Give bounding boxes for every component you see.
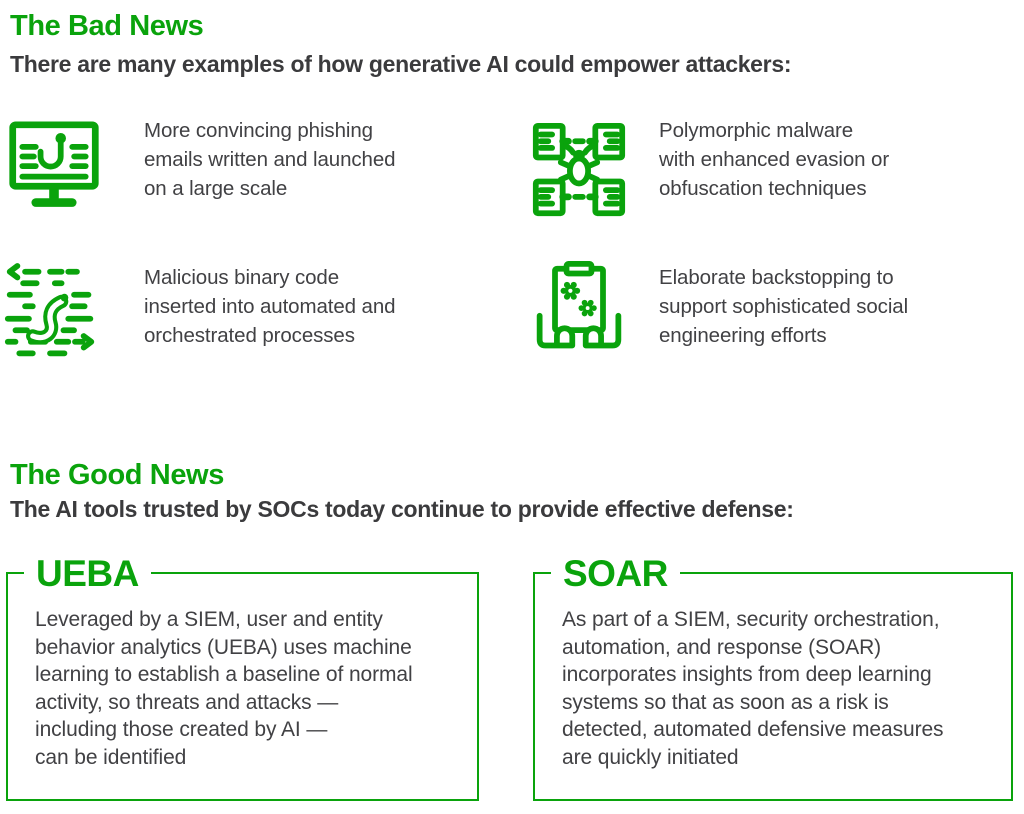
ueba-card-body: Leveraged by a SIEM, user and entity beh… [35,608,413,769]
ueba-card-title: UEBA [24,550,151,597]
polymorphic-malware-bug-icon [531,120,627,220]
soar-card-title: SOAR [551,550,680,597]
bad-news-item-text: Polymorphic malware with enhanced evasio… [659,119,890,200]
soar-card: SOAR As part of a SIEM, security orchest… [533,550,1013,801]
bad-news-subtitle: There are many examples of how generativ… [10,51,792,77]
ueba-card: UEBA Leveraged by a SIEM, user and entit… [6,550,479,801]
malicious-code-worm-icon [3,263,99,363]
backstopping-clipboard-icon [531,260,627,360]
bad-news-item-text: More convincing phishing emails written … [144,119,396,200]
bad-news-heading: The Bad News [10,10,204,42]
good-news-heading: The Good News [10,459,224,491]
soar-card-body: As part of a SIEM, security orchestratio… [562,608,944,769]
bad-news-item-text: Malicious binary code inserted into auto… [144,266,396,347]
bad-news-item-text: Elaborate backstopping to support sophis… [659,266,909,347]
good-news-subtitle: The AI tools trusted by SOCs today conti… [10,496,794,522]
phishing-monitor-icon [6,118,102,218]
